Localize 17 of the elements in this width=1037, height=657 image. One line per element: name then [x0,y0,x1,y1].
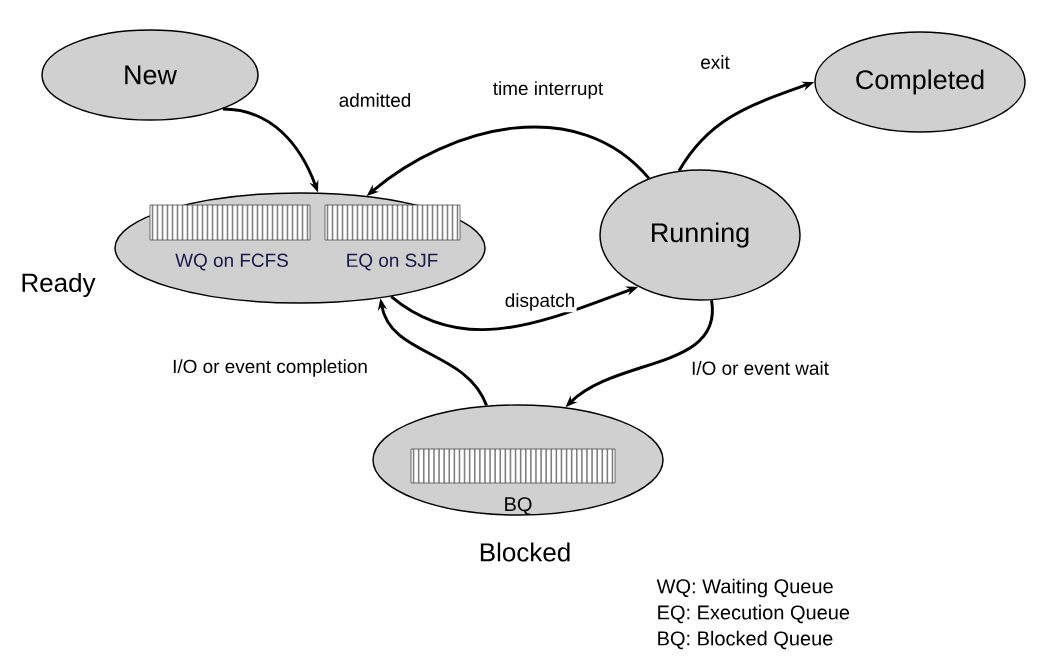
edge-label: time interrupt [491,79,605,101]
state-name: Completed [856,69,984,95]
edge-label: dispatch [503,291,577,313]
queue-label: WQ on FCFS [175,253,288,271]
queue-label: EQ on SJF [347,253,438,271]
legend-note: WQ: Waiting Queue [656,578,833,598]
legend-note: EQ: Execution Queue [658,604,850,624]
state-name: Ready [22,272,96,298]
queue-label: BQ [505,497,532,515]
legend-note: BQ: Blocked Queue [658,630,833,650]
state-name: Running [652,222,749,248]
state-name: Blocked [480,542,570,562]
edge-label: exit [698,53,732,71]
edge-label: admitted [337,91,413,109]
state-name: New [125,65,177,85]
edge-label: I/O or event completion [170,357,370,379]
edge-label: I/O or event wait [689,359,831,377]
